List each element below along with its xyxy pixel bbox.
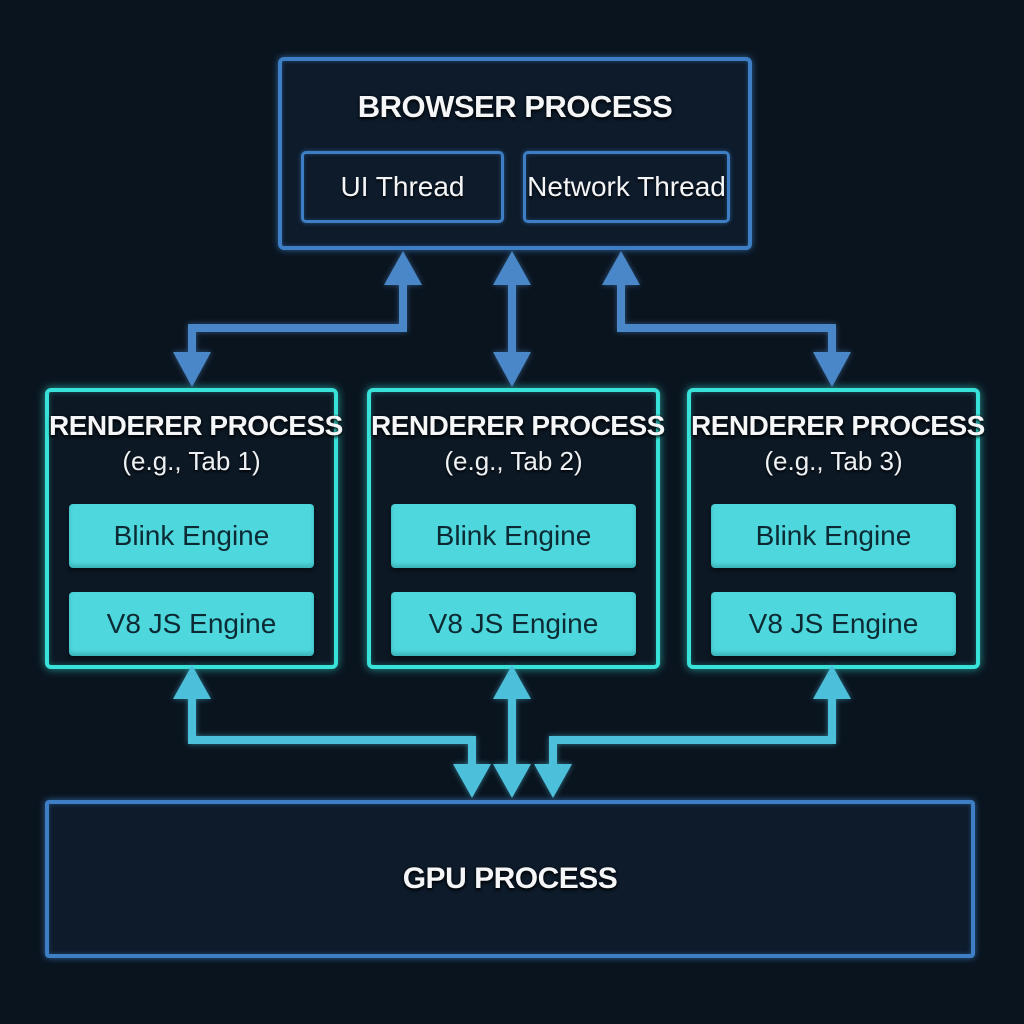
renderer-process-box-tab2: RENDERER PROCESS (e.g., Tab 2) Blink Eng…	[367, 388, 665, 669]
v8-engine-box: V8 JS Engine	[711, 592, 956, 656]
blink-engine-label: Blink Engine	[755, 520, 912, 551]
v8-engine-box: V8 JS Engine	[391, 592, 636, 656]
blink-engine-label: Blink Engine	[435, 520, 592, 551]
blink-engine-box: Blink Engine	[391, 504, 636, 568]
gpu-process-box: GPU PROCESS	[45, 800, 975, 958]
v8-engine-label: V8 JS Engine	[748, 608, 919, 639]
blink-engine-box: Blink Engine	[69, 504, 314, 568]
gpu-process-title: GPU PROCESS	[402, 862, 618, 895]
blink-engine-label: Blink Engine	[113, 520, 270, 551]
renderer-process-title: RENDERER PROCESS	[49, 410, 343, 441]
renderer-process-subtitle: (e.g., Tab 1)	[122, 446, 261, 476]
ui-thread-box: UI Thread	[301, 151, 504, 223]
network-thread-label: Network Thread	[527, 171, 726, 202]
arrow-renderer1-gpu	[173, 665, 491, 798]
browser-process-box: BROWSER PROCESS UI Thread Network Thread	[278, 57, 752, 250]
renderer-process-subtitle: (e.g., Tab 2)	[444, 446, 583, 476]
arrow-browser-renderer1	[173, 251, 422, 387]
arrow-browser-renderer3	[602, 251, 851, 387]
arrow-browser-renderer2	[493, 251, 531, 387]
network-thread-box: Network Thread	[523, 151, 730, 223]
blink-engine-box: Blink Engine	[711, 504, 956, 568]
v8-engine-box: V8 JS Engine	[69, 592, 314, 656]
ui-thread-label: UI Thread	[340, 171, 465, 202]
arrow-renderer3-gpu	[534, 665, 851, 798]
renderer-process-box-tab1: RENDERER PROCESS (e.g., Tab 1) Blink Eng…	[45, 388, 343, 669]
browser-process-title: BROWSER PROCESS	[357, 89, 673, 124]
v8-engine-label: V8 JS Engine	[106, 608, 277, 639]
renderer-process-title: RENDERER PROCESS	[371, 410, 665, 441]
v8-engine-label: V8 JS Engine	[428, 608, 599, 639]
renderer-process-subtitle: (e.g., Tab 3)	[764, 446, 903, 476]
arrow-renderer2-gpu	[493, 665, 531, 798]
renderer-process-title: RENDERER PROCESS	[691, 410, 985, 441]
renderer-process-box-tab3: RENDERER PROCESS (e.g., Tab 3) Blink Eng…	[687, 388, 985, 669]
